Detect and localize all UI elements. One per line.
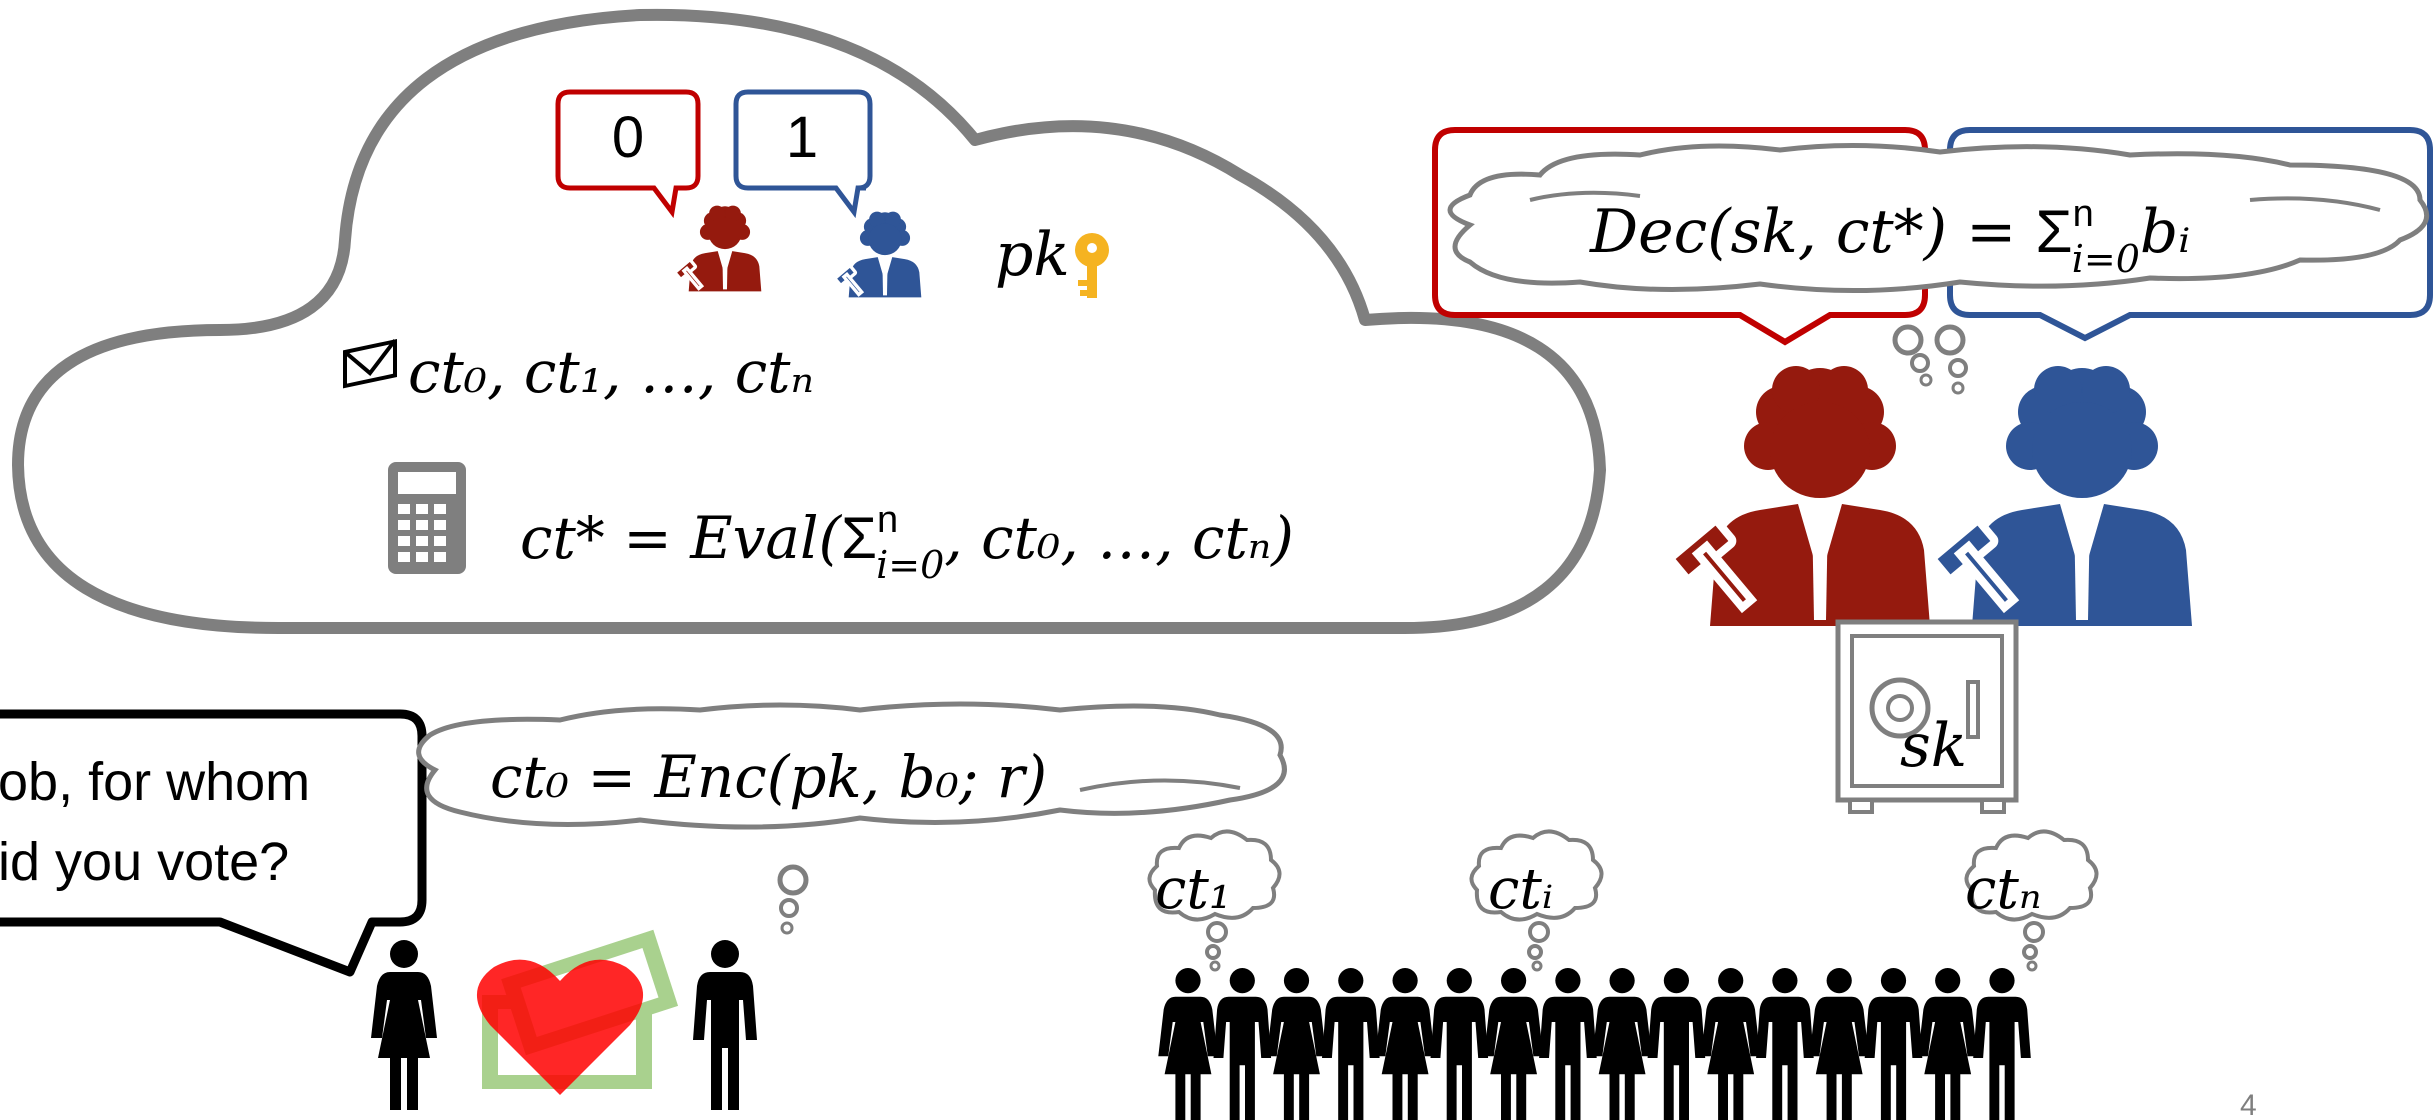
envelope-icon: [343, 338, 397, 389]
voter-figure: [1809, 968, 1869, 1120]
calculator-icon: [388, 462, 466, 574]
bubble-zero: 0: [555, 89, 701, 219]
encryption-thought-cloud: ct₀ = Enc(pk, b₀; r): [416, 701, 1287, 935]
heart-icon: [476, 959, 644, 1095]
ciphertext-list: ct₀, ct₁, …, ctₙ: [408, 338, 814, 406]
voter-figure: [1973, 968, 2031, 1120]
voter-bob-figure: [693, 940, 757, 1110]
coercer-speech-bubble: ob, for whom id you vote?: [0, 709, 427, 977]
coercer-figure: [371, 940, 437, 1110]
voter-figure: [1647, 968, 1706, 1120]
voter-figure: [1375, 968, 1435, 1120]
voter-figure: [1322, 968, 1380, 1120]
voter-figure: [1158, 968, 1218, 1120]
key-icon: [1075, 233, 1109, 298]
voter-figure: [1592, 968, 1652, 1120]
voter-figure: [1918, 968, 1978, 1120]
voter-figure: [1539, 968, 1597, 1120]
voter-thought-last-label: ctₙ: [1965, 857, 2042, 922]
voter-thought-first-label: ct₁: [1155, 857, 1231, 922]
bubble-zero-label: 0: [612, 105, 644, 170]
red-judge: [1670, 366, 1930, 626]
blue-judge: [1932, 366, 2192, 626]
voter-figure: [1756, 968, 1814, 1120]
voter-figure: [1483, 968, 1544, 1120]
voter-crowd: [1158, 968, 2031, 1120]
safe-icon: [1835, 619, 2019, 814]
page-number: 4: [2240, 1089, 2257, 1120]
coercer-question-line1: ob, for whom: [0, 752, 310, 812]
bubble-one: 1: [733, 89, 873, 219]
voter-figure: [1213, 968, 1272, 1120]
voter-figure: [1864, 968, 1923, 1120]
voter-figure: [1701, 968, 1761, 1120]
secret-key-label: sk: [1900, 711, 1967, 781]
voter-thought-middle-label: ctᵢ: [1488, 857, 1553, 922]
coercer-question-line2: id you vote?: [0, 832, 289, 892]
cloud-server: 0 1 pk ct₀, ct₁, …, ctₙ: [12, 8, 1606, 635]
bubble-one-label: 1: [786, 105, 818, 170]
voter-figure: [1430, 968, 1489, 1120]
voter-figure: [1266, 968, 1327, 1120]
encryption-formula: ct₀ = Enc(pk, b₀; r): [490, 743, 1047, 811]
public-key-label: pk: [995, 220, 1070, 290]
